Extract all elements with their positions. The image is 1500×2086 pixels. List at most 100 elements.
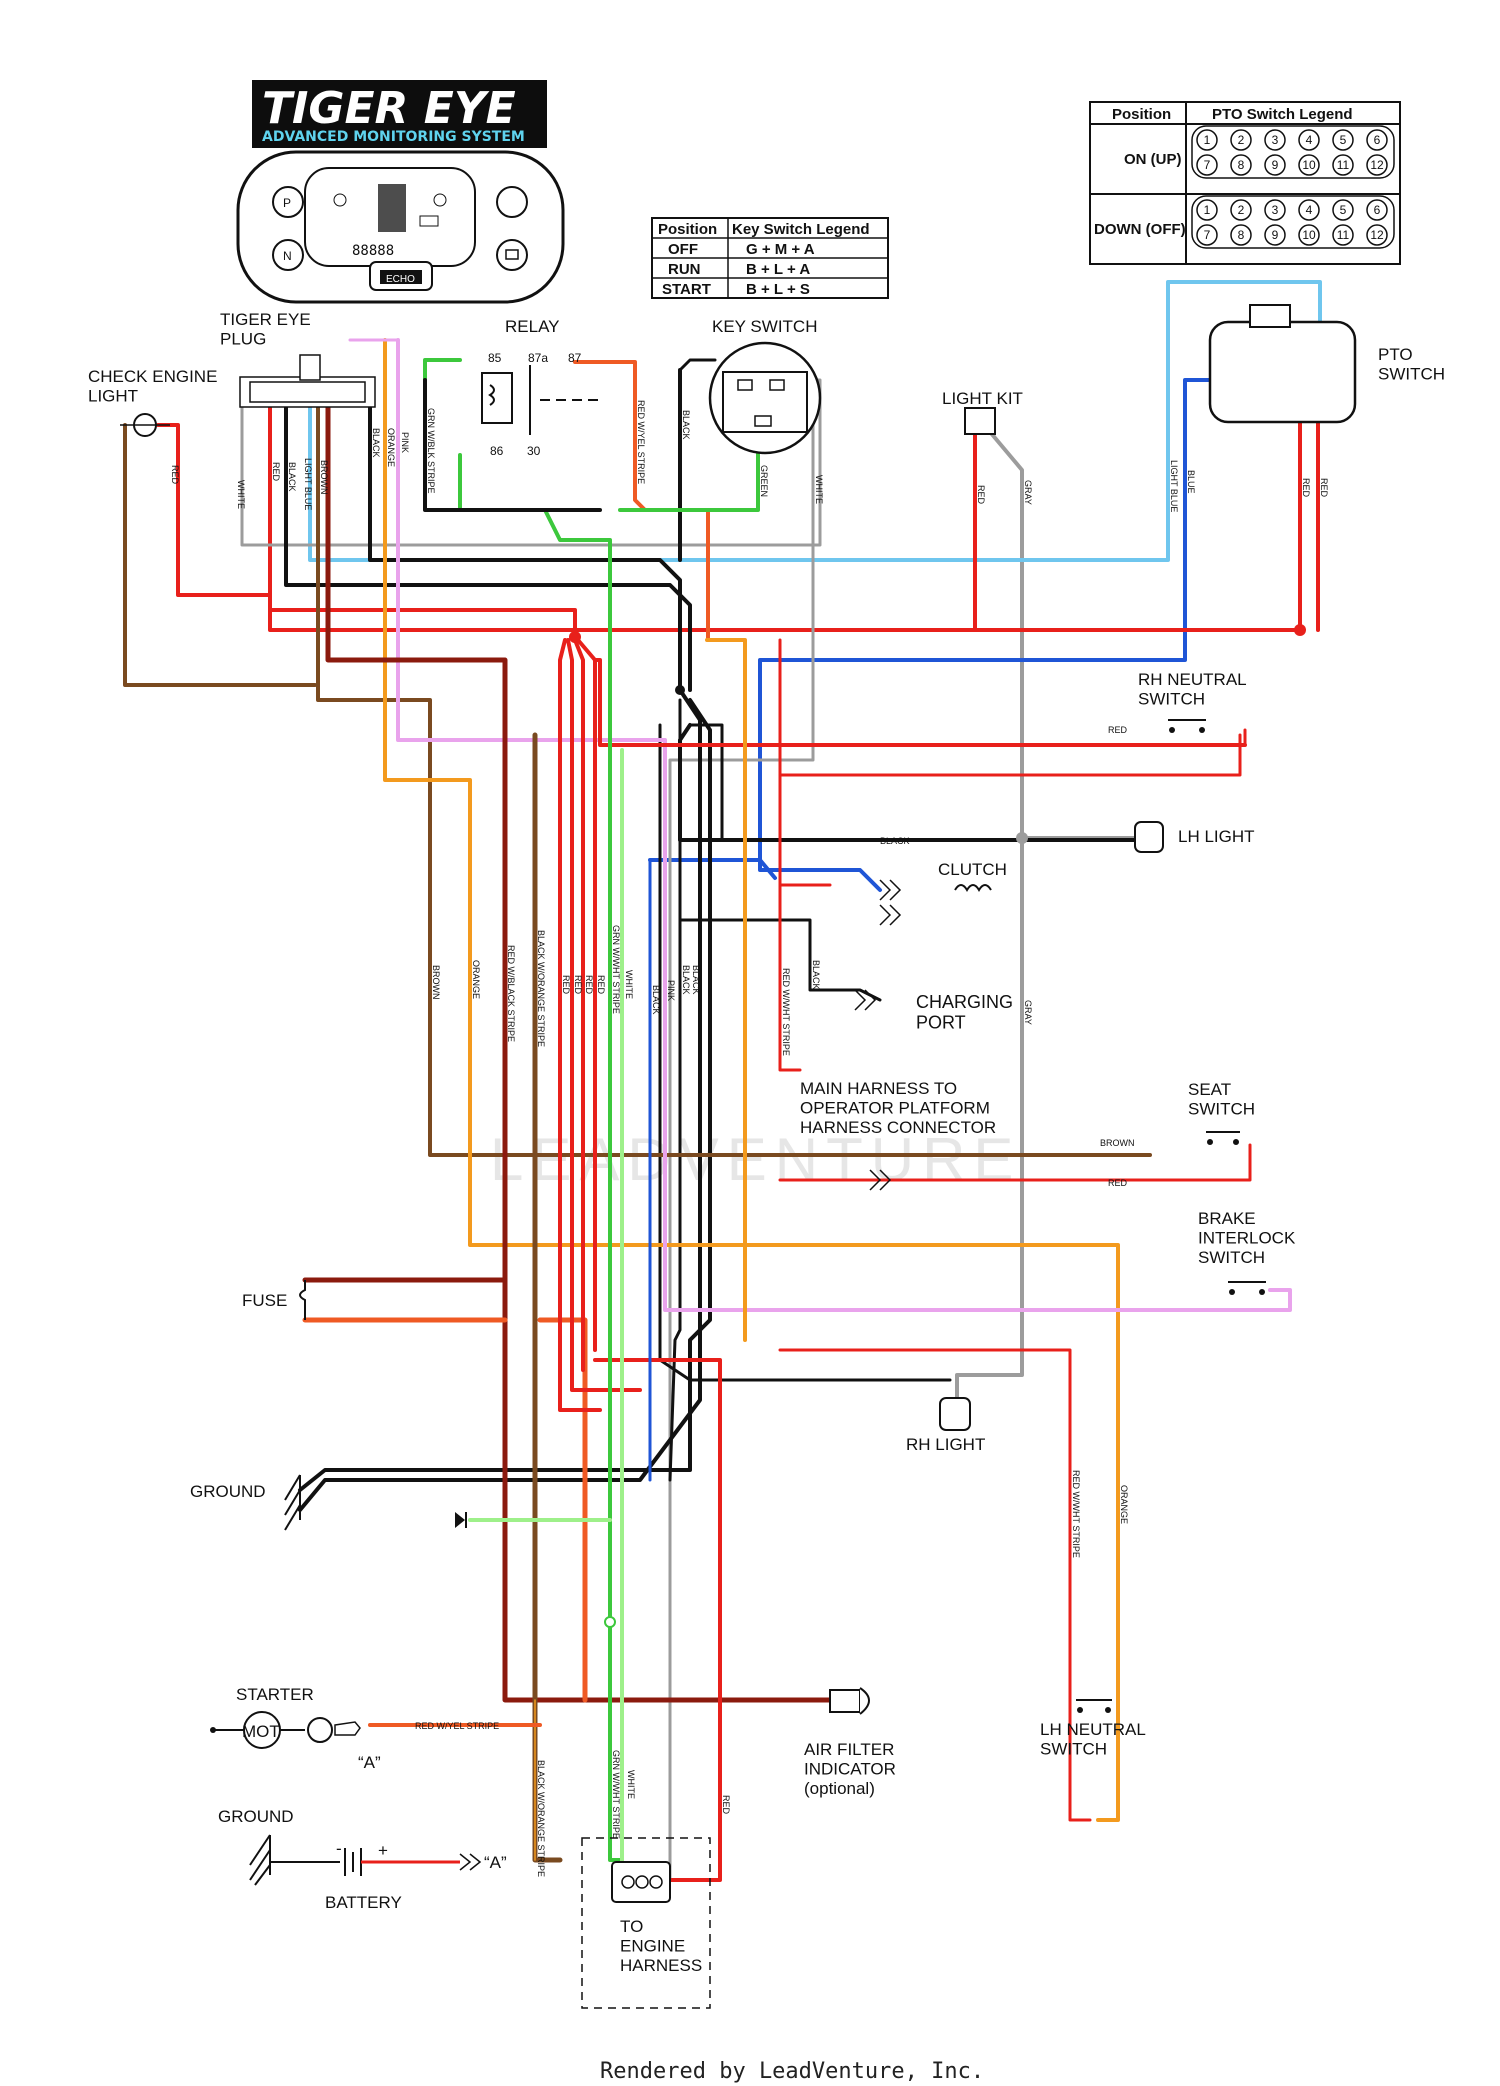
- wire-blk-worange: [532, 732, 563, 1863]
- camera-button[interactable]: [496, 239, 528, 271]
- battery: GROUND - + “A” BATTERY: [218, 1807, 507, 1912]
- relay-pin-85: 85: [488, 351, 502, 365]
- key-row-start-value: B + L + S: [746, 281, 810, 298]
- pto-pin: [1196, 154, 1218, 176]
- pto-header-position: Position: [1112, 106, 1171, 123]
- wl-red-8: RED: [561, 975, 571, 995]
- wl-red-9: RED: [573, 975, 583, 995]
- pto-pin: [1230, 154, 1252, 176]
- wl-green: GREEN: [759, 465, 769, 497]
- wl-red-11: RED: [596, 975, 606, 995]
- pto-pin: [1332, 199, 1354, 221]
- light-button[interactable]: [496, 186, 528, 218]
- relay-pin-86: 86: [490, 444, 504, 458]
- light-kit-label: LIGHT KIT: [942, 389, 1023, 408]
- relay-pin-87: 87: [568, 351, 582, 365]
- wire-black-charging: [678, 918, 882, 1002]
- wire-black-lh: [678, 723, 1142, 842]
- wl-pink-2: PINK: [666, 980, 676, 1001]
- rh-light-label: RH LIGHT: [906, 1435, 985, 1454]
- pto-row-down: DOWN (OFF): [1094, 221, 1186, 238]
- wl-black-7: BLACK: [691, 965, 701, 995]
- wl-white-3: WHITE: [624, 970, 634, 999]
- tiger-eye-logo: TIGER EYE ADVANCED MONITORING SYSTEM: [252, 80, 547, 148]
- oil-icon: [433, 193, 447, 207]
- wl-gray-1: GRAY: [1023, 480, 1033, 505]
- relay: RELAY 85 87a 87 86 30: [481, 317, 600, 458]
- clutch: CLUTCH: [879, 860, 1007, 926]
- battery-icon: [419, 215, 439, 227]
- wl-red-4: RED: [1301, 478, 1311, 498]
- wl-black-3: BLACK: [681, 410, 691, 440]
- wire-red-lh-neutral: [778, 1348, 1092, 1822]
- pto-pin-number: 12: [1370, 158, 1384, 172]
- wire-black-2: [368, 378, 682, 692]
- wire-brown-cel: [123, 423, 317, 687]
- wl-blk-worange-2: BLACK W/ORANGE STRIPE: [536, 1760, 546, 1877]
- key-switch-label: KEY SWITCH: [712, 317, 817, 336]
- wire-black-plug: [284, 378, 692, 692]
- relay-pin-30: 30: [527, 444, 541, 458]
- wire-black-x: [688, 723, 724, 842]
- pto-pin: [1264, 224, 1286, 246]
- n-button[interactable]: [272, 239, 304, 271]
- pto-pin-number: 9: [1272, 228, 1279, 242]
- wl-red-3: RED: [976, 485, 986, 505]
- pto-pin: [1196, 224, 1218, 246]
- wire-black-rh: [658, 723, 952, 1382]
- wl-red-wblk: RED W/BLACK STRIPE: [506, 945, 516, 1042]
- wl-orange-3: ORANGE: [1119, 1485, 1129, 1524]
- relay-pin-87a: 87a: [528, 351, 548, 365]
- wire-red-2: [566, 638, 642, 1392]
- pto-switch-legend: Position PTO Switch Legend ON (UP) DOWN …: [1089, 101, 1401, 265]
- key-header-position: Position: [658, 221, 717, 238]
- wl-blk-worange-1: BLACK W/ORANGE STRIPE: [536, 930, 546, 1047]
- wl-red-1: RED: [170, 465, 180, 485]
- wl-red-wwht-1: RED W/WHT STRIPE: [781, 968, 791, 1056]
- lh-light-label: LH LIGHT: [1178, 827, 1255, 846]
- pto-pin-number: 4: [1306, 203, 1313, 217]
- key-row-off: OFF: [668, 241, 698, 258]
- wl-lightblue-2: LIGHT BLUE: [1169, 460, 1179, 512]
- wire-blue-clutch: [648, 858, 777, 880]
- light-kit: LIGHT KIT: [942, 389, 1023, 435]
- p-button[interactable]: [272, 186, 304, 218]
- pto-pin: [1264, 154, 1286, 176]
- pto-pin-number: 3: [1272, 133, 1279, 147]
- key-header-legend: Key Switch Legend: [732, 221, 870, 238]
- pto-pin: [1332, 154, 1354, 176]
- svg-text:P: P: [283, 196, 291, 210]
- wl-pink-1: PINK: [400, 432, 410, 453]
- pto-pin: [1230, 199, 1252, 221]
- pto-pin: [1298, 154, 1320, 176]
- wl-red-wyel-1: RED W/YEL STRIPE: [636, 400, 646, 484]
- fuse: FUSE: [242, 1280, 306, 1320]
- pto-pin: [1298, 199, 1320, 221]
- wl-orange-1: ORANGE: [386, 428, 396, 467]
- ground-upper-label: GROUND: [190, 1482, 266, 1501]
- pto-pin-number: 12: [1370, 228, 1384, 242]
- wire-red-wyel: [573, 360, 710, 642]
- wl-white-4: WHITE: [626, 1770, 636, 1799]
- display-bar-gauge: [378, 184, 406, 232]
- wl-white-2: WHITE: [814, 475, 824, 504]
- pto-pin-number: 8: [1238, 158, 1245, 172]
- wire-gray: [955, 418, 1024, 1402]
- key-row-off-value: G + M + A: [746, 241, 815, 258]
- wire-red-1: [558, 638, 602, 1412]
- pto-pin-number: 2: [1238, 133, 1245, 147]
- key-row-start: START: [662, 281, 711, 298]
- tiger-eye-display: ECHO 88888 P N: [236, 150, 565, 304]
- pto-pin-number: 4: [1306, 133, 1313, 147]
- wire-orange-key: [705, 638, 747, 1342]
- wl-black-4: BLACK: [880, 836, 910, 846]
